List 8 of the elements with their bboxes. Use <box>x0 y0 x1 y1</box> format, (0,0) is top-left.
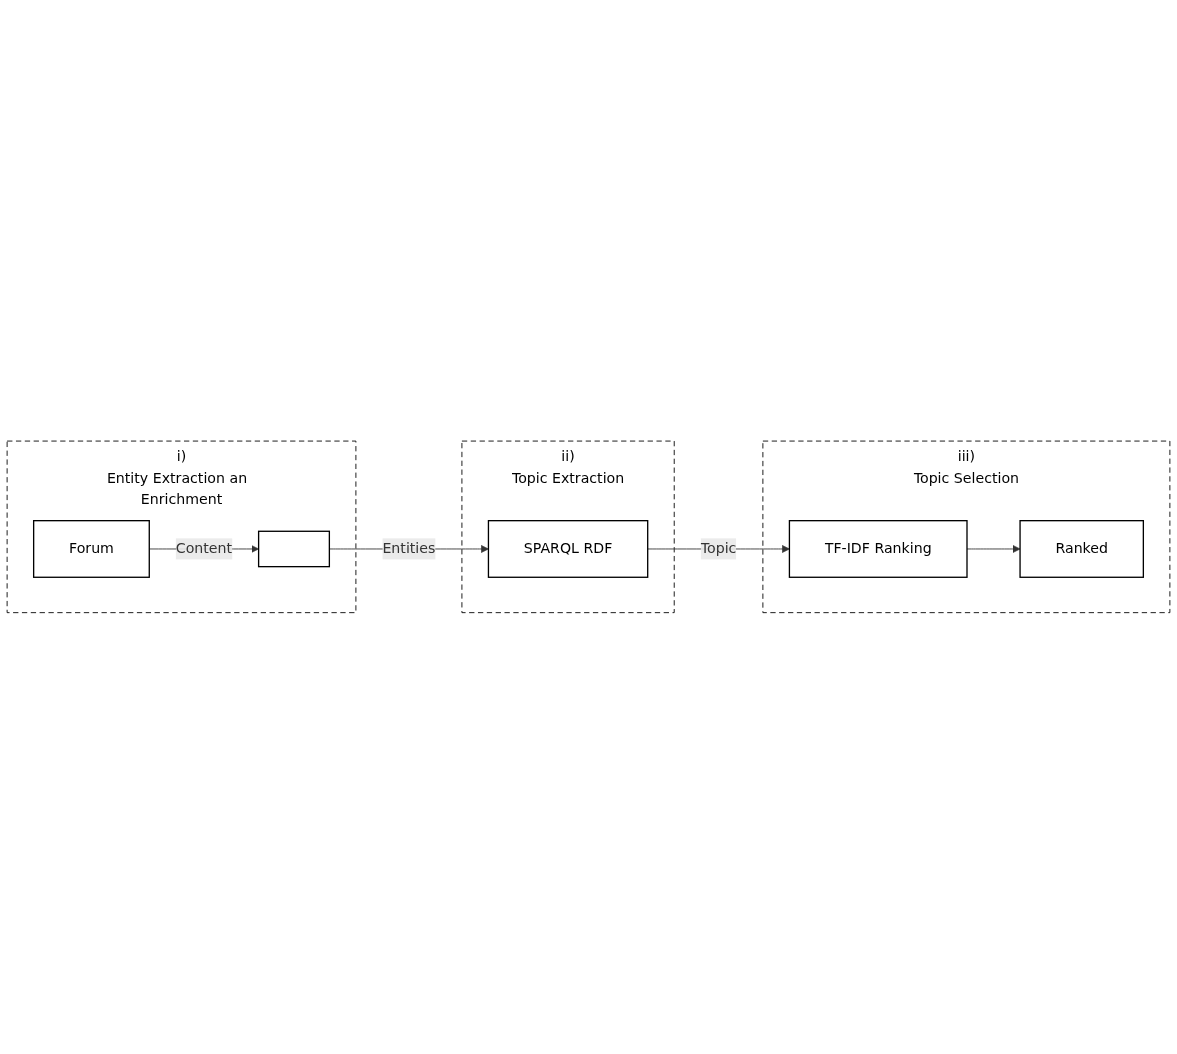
node-box: Forum <box>33 520 150 579</box>
edge-label: Content <box>175 540 233 558</box>
node-box <box>257 530 331 568</box>
edge-label: Topic <box>700 540 737 558</box>
node-box: TF-IDF Ranking <box>788 520 968 579</box>
node-box: SPARQL RDF <box>487 520 649 579</box>
node-box: Ranked <box>1019 520 1144 579</box>
edge-label: Entities <box>382 540 436 558</box>
